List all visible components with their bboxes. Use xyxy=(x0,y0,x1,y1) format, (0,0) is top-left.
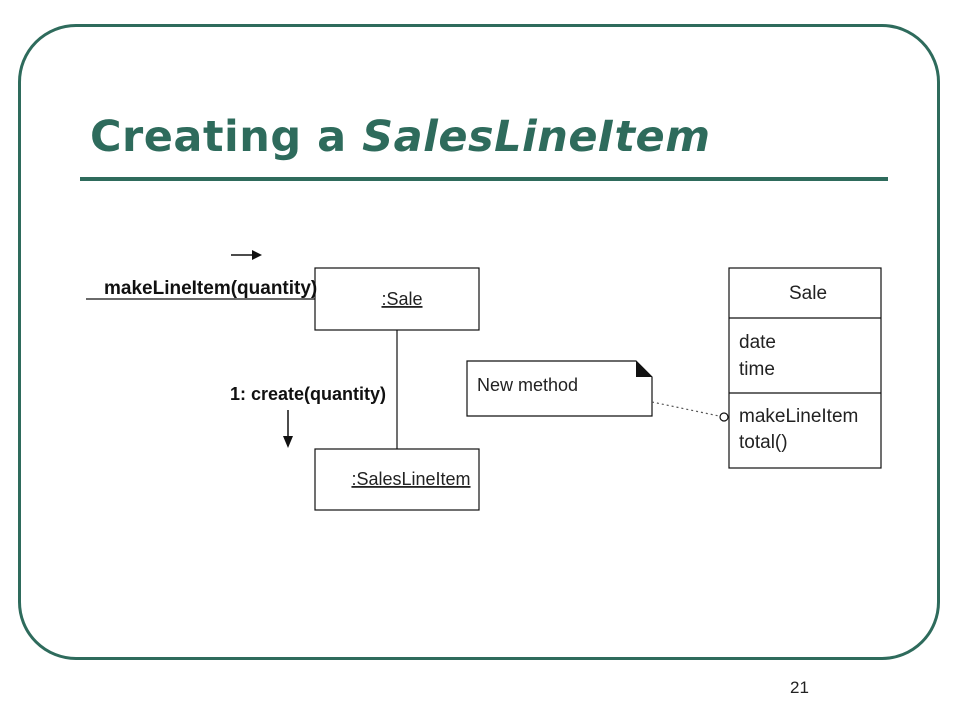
sale-object-label: :Sale xyxy=(381,289,422,309)
class-operation-total: total() xyxy=(739,432,788,453)
slide-title: Creating a SalesLineItem xyxy=(90,112,711,162)
note-anchor-end xyxy=(719,412,729,422)
slide-frame xyxy=(18,24,940,660)
title-underline xyxy=(80,177,888,181)
line-item-object-box xyxy=(314,448,480,511)
note-anchor xyxy=(651,401,720,417)
class-operation-makelineitem: makeLineItem xyxy=(739,406,858,427)
title-plain: Creating a xyxy=(90,112,363,162)
class-name: Sale xyxy=(789,283,827,304)
slide-number: 21 xyxy=(790,678,809,697)
sale-class-box xyxy=(728,267,882,469)
class-attribute-date: date xyxy=(739,332,776,353)
incoming-message-label: makeLineItem(quantity) xyxy=(104,278,317,299)
create-message-label: 1: create(quantity) xyxy=(230,384,386,404)
incoming-message-arrow xyxy=(231,250,262,260)
create-message-arrow xyxy=(283,410,293,448)
note-text: New method xyxy=(477,375,578,395)
class-attribute-time: time xyxy=(739,359,775,380)
note-shape xyxy=(466,360,653,417)
line-item-object-label: :SalesLineItem xyxy=(351,469,470,489)
title-emphasis: SalesLineItem xyxy=(362,112,711,162)
